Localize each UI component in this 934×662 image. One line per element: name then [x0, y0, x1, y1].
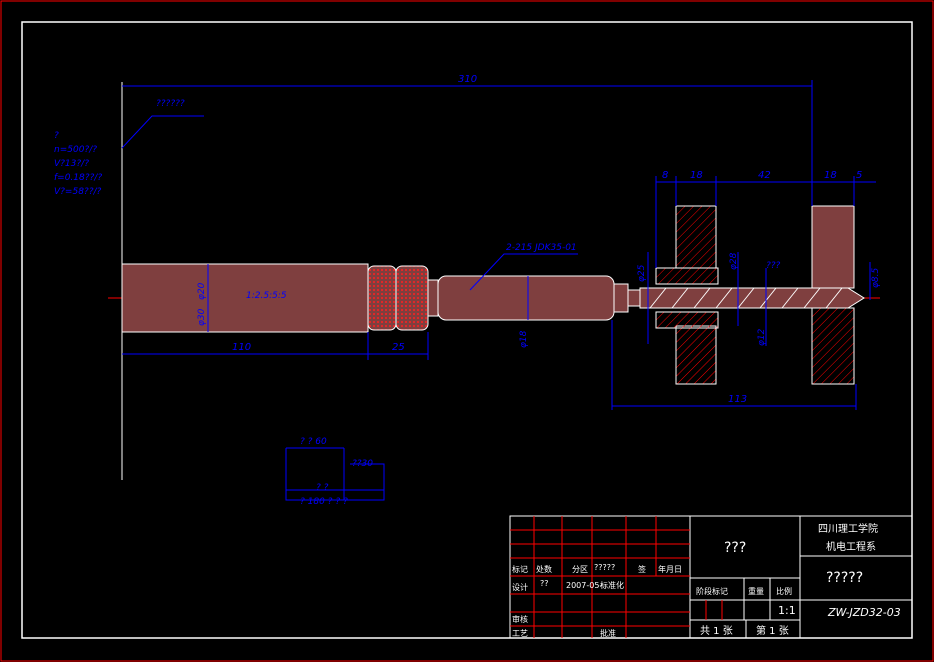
- part-name: ???: [724, 540, 746, 556]
- shank-tip: [627, 289, 641, 307]
- shank-neck: [613, 283, 629, 313]
- drill-flutes: [649, 287, 843, 309]
- dia-pilot-a: φ12: [757, 328, 767, 346]
- tb-scale-label: 比例: [776, 586, 792, 596]
- school-line-2: 机电工程系: [826, 540, 876, 553]
- tb-row1-1: 处数: [536, 564, 552, 574]
- tb-weight: 重量: [748, 586, 764, 596]
- scale-value: 1:1: [778, 604, 796, 617]
- tb-review: 审核: [512, 614, 528, 624]
- tb-design-name: ??: [540, 579, 549, 588]
- param-line-0: ?: [54, 131, 59, 141]
- plate-right-lower: [811, 307, 855, 385]
- tb-row1-0: 标记: [512, 564, 528, 574]
- dim-42: 42: [758, 170, 771, 181]
- leader-note-taper: 2-215 JDK35-01: [506, 243, 577, 253]
- dia-pilot-b: ???: [766, 261, 781, 271]
- tb-stage: 阶段标记: [696, 586, 728, 596]
- detail-label-top: ? ? 60: [300, 437, 327, 447]
- tb-approve: 批准: [600, 628, 616, 638]
- bushing-lower: [655, 311, 719, 329]
- detail-label-bottom: ? ?: [316, 483, 329, 493]
- shank: [437, 275, 615, 321]
- leader-note-top: ??????: [156, 99, 185, 109]
- dim-18a: 18: [690, 170, 703, 181]
- dim-113: 113: [728, 394, 747, 405]
- detail-box: [285, 447, 385, 501]
- dia-shank: φ18: [519, 330, 529, 348]
- tb-row1-3: 区: [580, 565, 588, 574]
- bushing-upper: [655, 267, 719, 285]
- drawing-number: ZW-JZD32-03: [827, 606, 901, 619]
- sheet-num: 第 1 张: [756, 624, 789, 637]
- dim-18b: 18: [824, 170, 837, 181]
- collar: [427, 279, 439, 317]
- dia-hole: φ8.5: [871, 267, 881, 288]
- drawing-title: ?????: [826, 570, 863, 586]
- tb-row1-5: 签: [638, 564, 646, 574]
- drawing-frame: [21, 21, 913, 639]
- tb-std: 标准化: [600, 580, 624, 590]
- tb-row1-6: 年月日: [658, 564, 682, 574]
- param-line-1: n=500?/?: [54, 145, 97, 155]
- title-block-frame: [509, 515, 913, 639]
- tb-row1-2: 分: [572, 565, 580, 574]
- dimension-lines: [121, 80, 876, 410]
- plate-right-upper: [811, 205, 855, 289]
- process-params: ? n=500?/? V?13?/? f=0.18??/? V?=58??/?: [54, 131, 102, 197]
- tb-row1-4: ?????: [594, 563, 615, 572]
- detail-label-mid: ??30: [352, 459, 373, 469]
- handle-body: [121, 263, 369, 333]
- plate-left-lower: [675, 325, 717, 385]
- dia-bush-b: φ28: [729, 252, 739, 270]
- dia-handle-b: φ20: [197, 282, 207, 300]
- shaft-note: 1:2.5:5:5: [246, 291, 287, 301]
- detail-label-dim: ? 180 ? ? ?: [300, 497, 348, 507]
- dia-bush-a: φ25: [637, 264, 647, 282]
- tb-craft: 工艺: [512, 629, 528, 638]
- param-line-4: V?=58??/?: [54, 187, 102, 197]
- dim-25: 25: [392, 342, 405, 353]
- dim-110: 110: [232, 342, 251, 353]
- dim-5: 5: [856, 170, 862, 181]
- school-line-1: 四川理工学院: [818, 522, 878, 535]
- title-block-grid: [510, 516, 723, 638]
- param-line-2: V?13?/?: [54, 159, 89, 169]
- sheet-total: 共 1 张: [700, 625, 733, 637]
- plate-left-upper: [675, 205, 717, 269]
- knurl-ring-2: [395, 265, 429, 331]
- param-line-3: f=0.18??/?: [54, 173, 102, 183]
- dim-8: 8: [662, 170, 668, 181]
- dim-overall: 310: [458, 74, 477, 85]
- tb-design-date: 2007-05-: [566, 581, 602, 590]
- dia-handle-a: φ30: [197, 308, 207, 326]
- tb-design-label: 设计: [512, 582, 528, 592]
- knurl-ring-1: [367, 265, 397, 331]
